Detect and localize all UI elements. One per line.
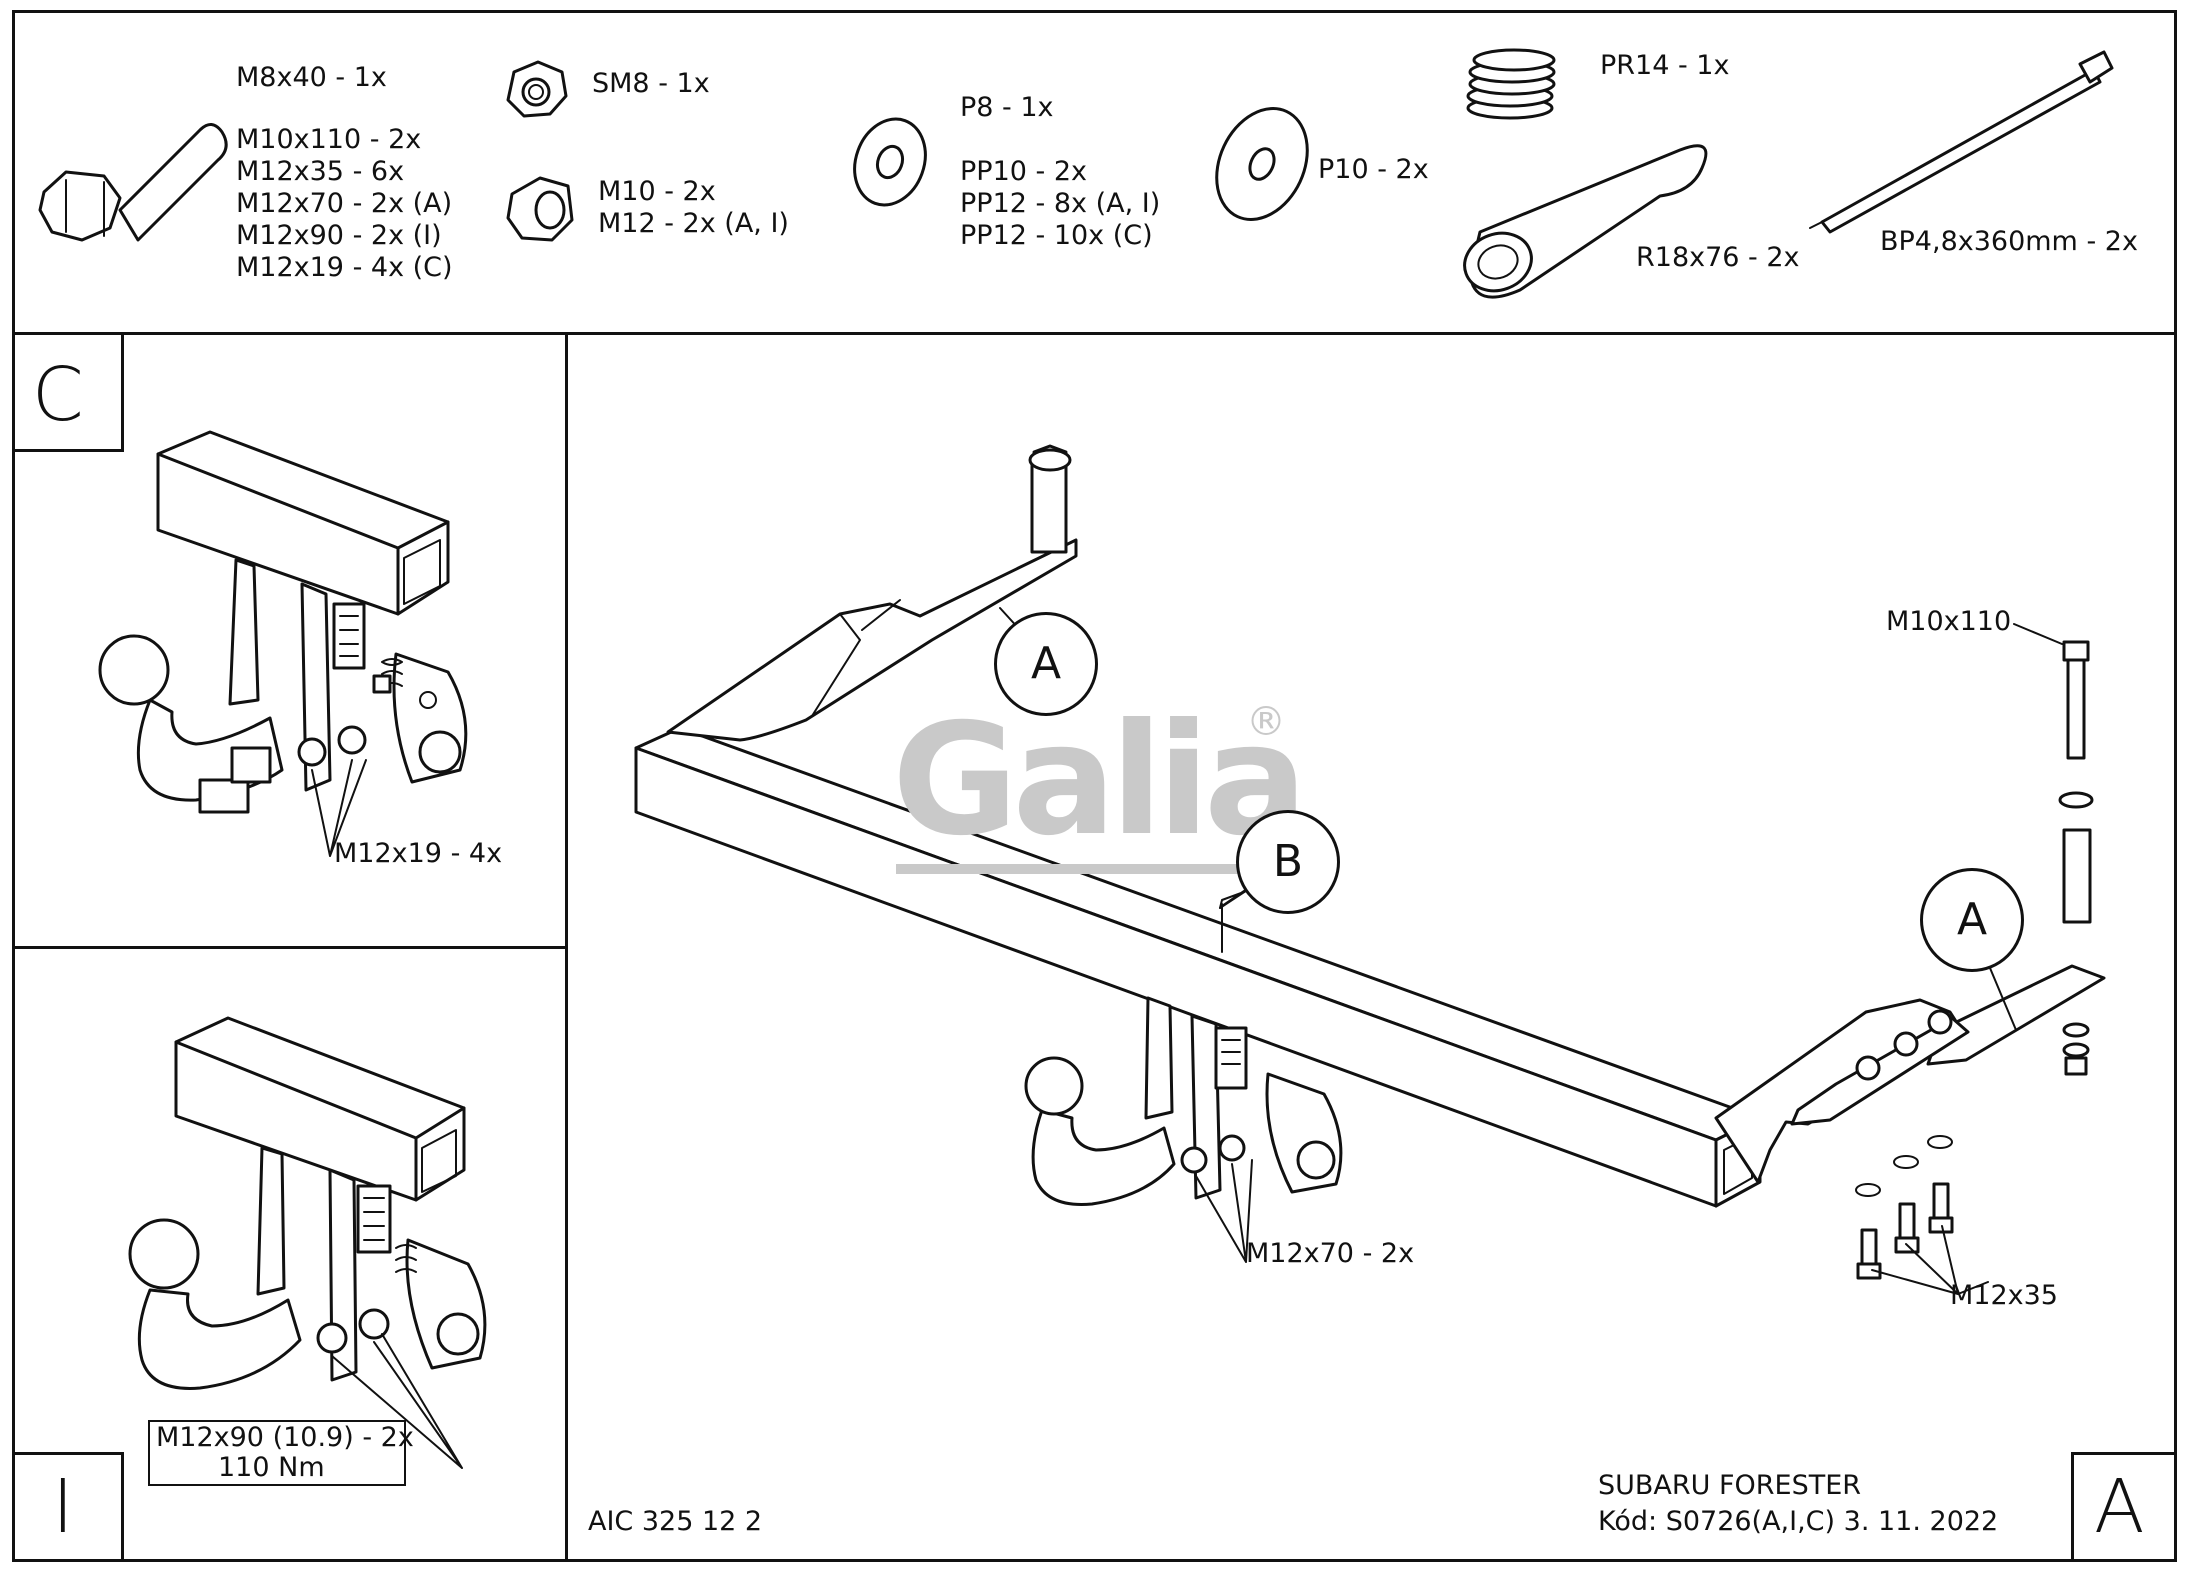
- panel-i-letter: I: [52, 1464, 74, 1550]
- label-m10x110: M10x110: [1886, 606, 2012, 637]
- panel-i-label-line1: M12x90 (10.9) - 2x: [156, 1422, 414, 1453]
- bolt-label-m12x70: M12x70 - 2x (A): [236, 188, 453, 219]
- corner-letter-box: [2071, 1452, 2177, 1562]
- corner-letter: A: [2094, 1464, 2145, 1550]
- bolt-label-m12x35: M12x35 - 6x: [236, 156, 405, 187]
- nut-large-label-m12: M12 - 2x (A, I): [598, 208, 789, 239]
- tube-drawing: [1463, 144, 1708, 299]
- bolt-label-m10x110: M10x110 - 2x: [236, 124, 422, 155]
- galia-logo-underline: [896, 864, 1288, 874]
- callout-a-top: A: [994, 612, 1098, 716]
- nut-large-label: M10 - 2x M12 - 2x (A, I): [598, 176, 789, 240]
- washer-label-pp10: PP10 - 2x: [960, 156, 1087, 187]
- washer-large-drawing: [1215, 107, 1309, 221]
- washer-small-label-p8: P8 - 1x: [960, 92, 1054, 123]
- panel-i-label-line2: 110 Nm: [218, 1452, 325, 1483]
- bolt-label-list: M10x110 - 2x M12x35 - 6x M12x70 - 2x (A)…: [236, 124, 453, 284]
- bolt-label-m8x40: M8x40 - 1x: [236, 62, 387, 93]
- washer-small-drawing: [853, 117, 927, 207]
- washer-large-label: P10 - 2x: [1318, 154, 1429, 185]
- bolt-drawing: [38, 123, 228, 242]
- spring-label: PR14 - 1x: [1600, 50, 1730, 81]
- panel-c-letter-box: [12, 332, 124, 452]
- nut-large-label-m10: M10 - 2x: [598, 176, 716, 207]
- bolt-label-m12x19: M12x19 - 4x (C): [236, 252, 453, 283]
- tube-label: R18x76 - 2x: [1636, 242, 1800, 273]
- nut-large-drawing: [506, 176, 574, 242]
- nut-small-label: SM8 - 1x: [592, 68, 710, 99]
- galia-registered-mark: ®: [1246, 699, 1286, 745]
- parts-header-frame: [12, 10, 2177, 335]
- washer-label-pp12-c: PP12 - 10x (C): [960, 220, 1153, 251]
- nut-small-drawing: [506, 60, 568, 118]
- panel-i-label-box: [148, 1420, 406, 1486]
- callout-b: B: [1236, 810, 1340, 914]
- galia-logo: Galia: [892, 691, 1308, 870]
- washer-label-pp12-ai: PP12 - 8x (A, I): [960, 188, 1161, 219]
- label-m12x70: M12x70 - 2x: [1246, 1238, 1415, 1269]
- panel-i-frame: [12, 946, 568, 1562]
- panel-i-letter-box: [12, 1452, 124, 1562]
- cable-tie-drawing: [1809, 50, 2114, 234]
- panel-c-letter: C: [32, 352, 84, 438]
- callout-a-right: A: [1920, 868, 2024, 972]
- label-m12x35: M12x35: [1950, 1280, 2058, 1311]
- drawing-code: AIC 325 12 2: [588, 1506, 763, 1537]
- vehicle-name: SUBARU FORESTER: [1598, 1470, 1862, 1501]
- kod-date: Kód: S0726(A,I,C) 3. 11. 2022: [1598, 1506, 1999, 1537]
- washer-small-label-list: PP10 - 2x PP12 - 8x (A, I) PP12 - 10x (C…: [960, 156, 1160, 252]
- panel-c-label: M12x19 - 4x: [334, 838, 503, 869]
- cable-tie-label: BP4,8x360mm - 2x: [1880, 226, 2138, 257]
- bolt-label-m12x90: M12x90 - 2x (I): [236, 220, 442, 251]
- spring-drawing: [1466, 48, 1556, 120]
